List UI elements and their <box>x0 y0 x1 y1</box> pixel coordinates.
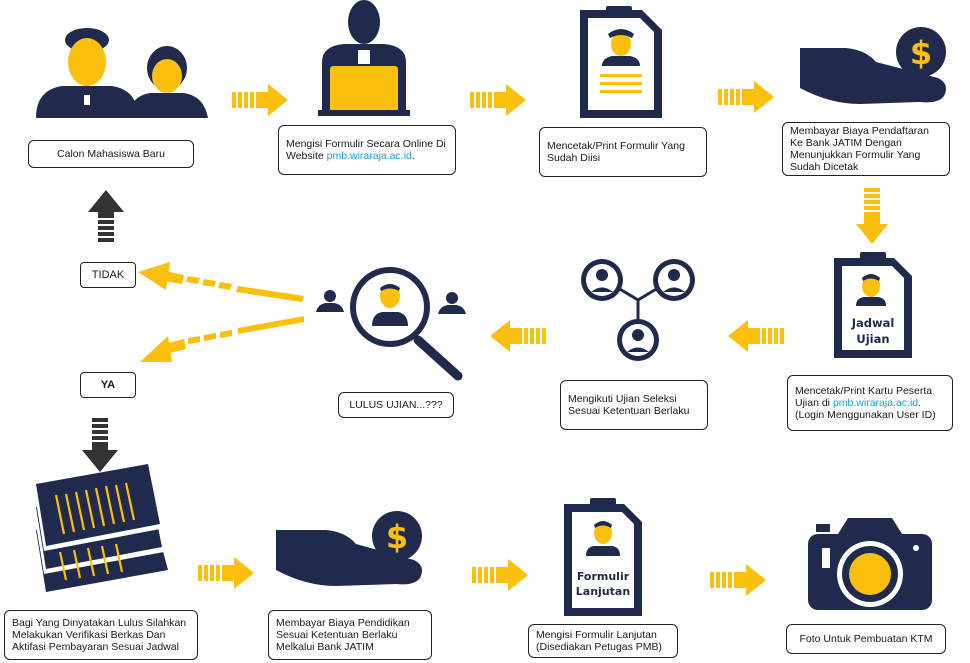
step-lulus-ujian: LULUS UJIAN...??? <box>338 392 454 418</box>
step-isi-formulir-online: Mengisi Formulir Secara Online Di Websit… <box>278 125 456 175</box>
step-isi-formulir-online-text: Mengisi Formulir Secara Online Di Websit… <box>286 138 446 162</box>
step-calon-mahasiswa-text: Calon Mahasiswa Baru <box>57 148 165 160</box>
step-formulir-lanjutan-text: Mengisi Formulir Lanjutan (Disediakan Pe… <box>536 629 663 653</box>
hand-coin-icon-2: $ <box>276 511 422 586</box>
arrow-4-5 <box>856 188 888 244</box>
camera-icon <box>808 518 932 610</box>
continuation-form-icon: Formulir Lanjutan <box>564 498 642 616</box>
documents-stack-icon <box>34 464 168 592</box>
arrow-6-7 <box>490 320 546 352</box>
branch-ya-text: YA <box>100 379 116 391</box>
laptop-user-icon <box>318 0 410 116</box>
branch-tidak: TIDAK <box>80 262 136 288</box>
arrow-tidak-up <box>88 190 124 242</box>
network-icon <box>581 259 695 361</box>
step-verifikasi-berkas-text: Bagi Yang Dinyatakan Lulus Silahkan Mela… <box>12 617 187 653</box>
dollar-sign: $ <box>910 34 932 72</box>
branch-ya: YA <box>80 372 136 398</box>
step-bayar-pendaftaran-text: Membayar Biaya Pendaftaran Ke Bank JATIM… <box>790 125 929 173</box>
step-formulir-lanjutan: Mengisi Formulir Lanjutan (Disediakan Pe… <box>528 624 678 658</box>
arrow-ya-down <box>82 418 118 472</box>
arrow-5-6 <box>728 320 784 352</box>
step-cetak-formulir: Mencetak/Print Formulir Yang Sudah Diisi <box>539 127 707 177</box>
step-bayar-pendidikan: Membayar Biaya Pendidikan Sesuai Ketentu… <box>268 610 432 660</box>
arrow-2-3 <box>470 84 526 116</box>
branch-tidak-text: TIDAK <box>91 269 125 281</box>
formulir-label: Formulir <box>577 570 630 583</box>
arrow-8-9 <box>198 557 254 589</box>
arrow-to-tidak <box>138 262 304 302</box>
step-bayar-pendidikan-text: Membayar Biaya Pendidikan Sesuai Ketentu… <box>276 617 410 653</box>
arrow-1-2 <box>232 84 288 116</box>
students-icon <box>36 28 208 118</box>
step-cetak-kartu-ujian: Mencetak/Print Kartu Peserta Ujian di pm… <box>787 375 953 431</box>
step-foto-ktm-text: Foto Untuk Pembuatan KTM <box>799 633 933 645</box>
arrow-3-4 <box>718 81 774 113</box>
step-cetak-formulir-text: Mencetak/Print Formulir Yang Sudah Diisi <box>547 140 685 164</box>
form-clipboard-icon <box>580 6 662 118</box>
magnifier-icon <box>316 267 466 381</box>
step-bayar-pendaftaran: Membayar Biaya Pendaftaran Ke Bank JATIM… <box>782 122 950 176</box>
pmb-website-link-2[interactable]: pmb.wiraraja.ac.id <box>832 397 919 409</box>
step-ikut-ujian-seleksi-text: Mengikuti Ujian Seleksi Sesuai Ketentuan… <box>568 393 690 417</box>
step-cetak-kartu-ujian-text: Mencetak/Print Kartu Peserta Ujian di pm… <box>795 385 936 421</box>
step-calon-mahasiswa: Calon Mahasiswa Baru <box>28 140 194 168</box>
pmb-website-link[interactable]: pmb.wiraraja.ac.id <box>326 150 412 162</box>
lanjutan-label: Lanjutan <box>576 585 630 598</box>
step-foto-ktm: Foto Untuk Pembuatan KTM <box>786 624 946 654</box>
arrow-9-10 <box>472 559 528 591</box>
arrow-10-11 <box>710 564 766 596</box>
jadwal-label: Jadwal <box>851 316 895 330</box>
arrow-to-ya <box>140 316 304 362</box>
step-lulus-ujian-text: LULUS UJIAN...??? <box>349 399 443 411</box>
step-ikut-ujian-seleksi: Mengikuti Ujian Seleksi Sesuai Ketentuan… <box>560 380 708 430</box>
ujian-label: Ujian <box>856 332 889 346</box>
step-verifikasi-berkas: Bagi Yang Dinyatakan Lulus Silahkan Mela… <box>4 610 198 660</box>
dollar-sign-2: $ <box>386 518 408 556</box>
hand-coin-icon: $ <box>800 27 946 104</box>
exam-card-icon: Jadwal Ujian <box>834 252 912 358</box>
